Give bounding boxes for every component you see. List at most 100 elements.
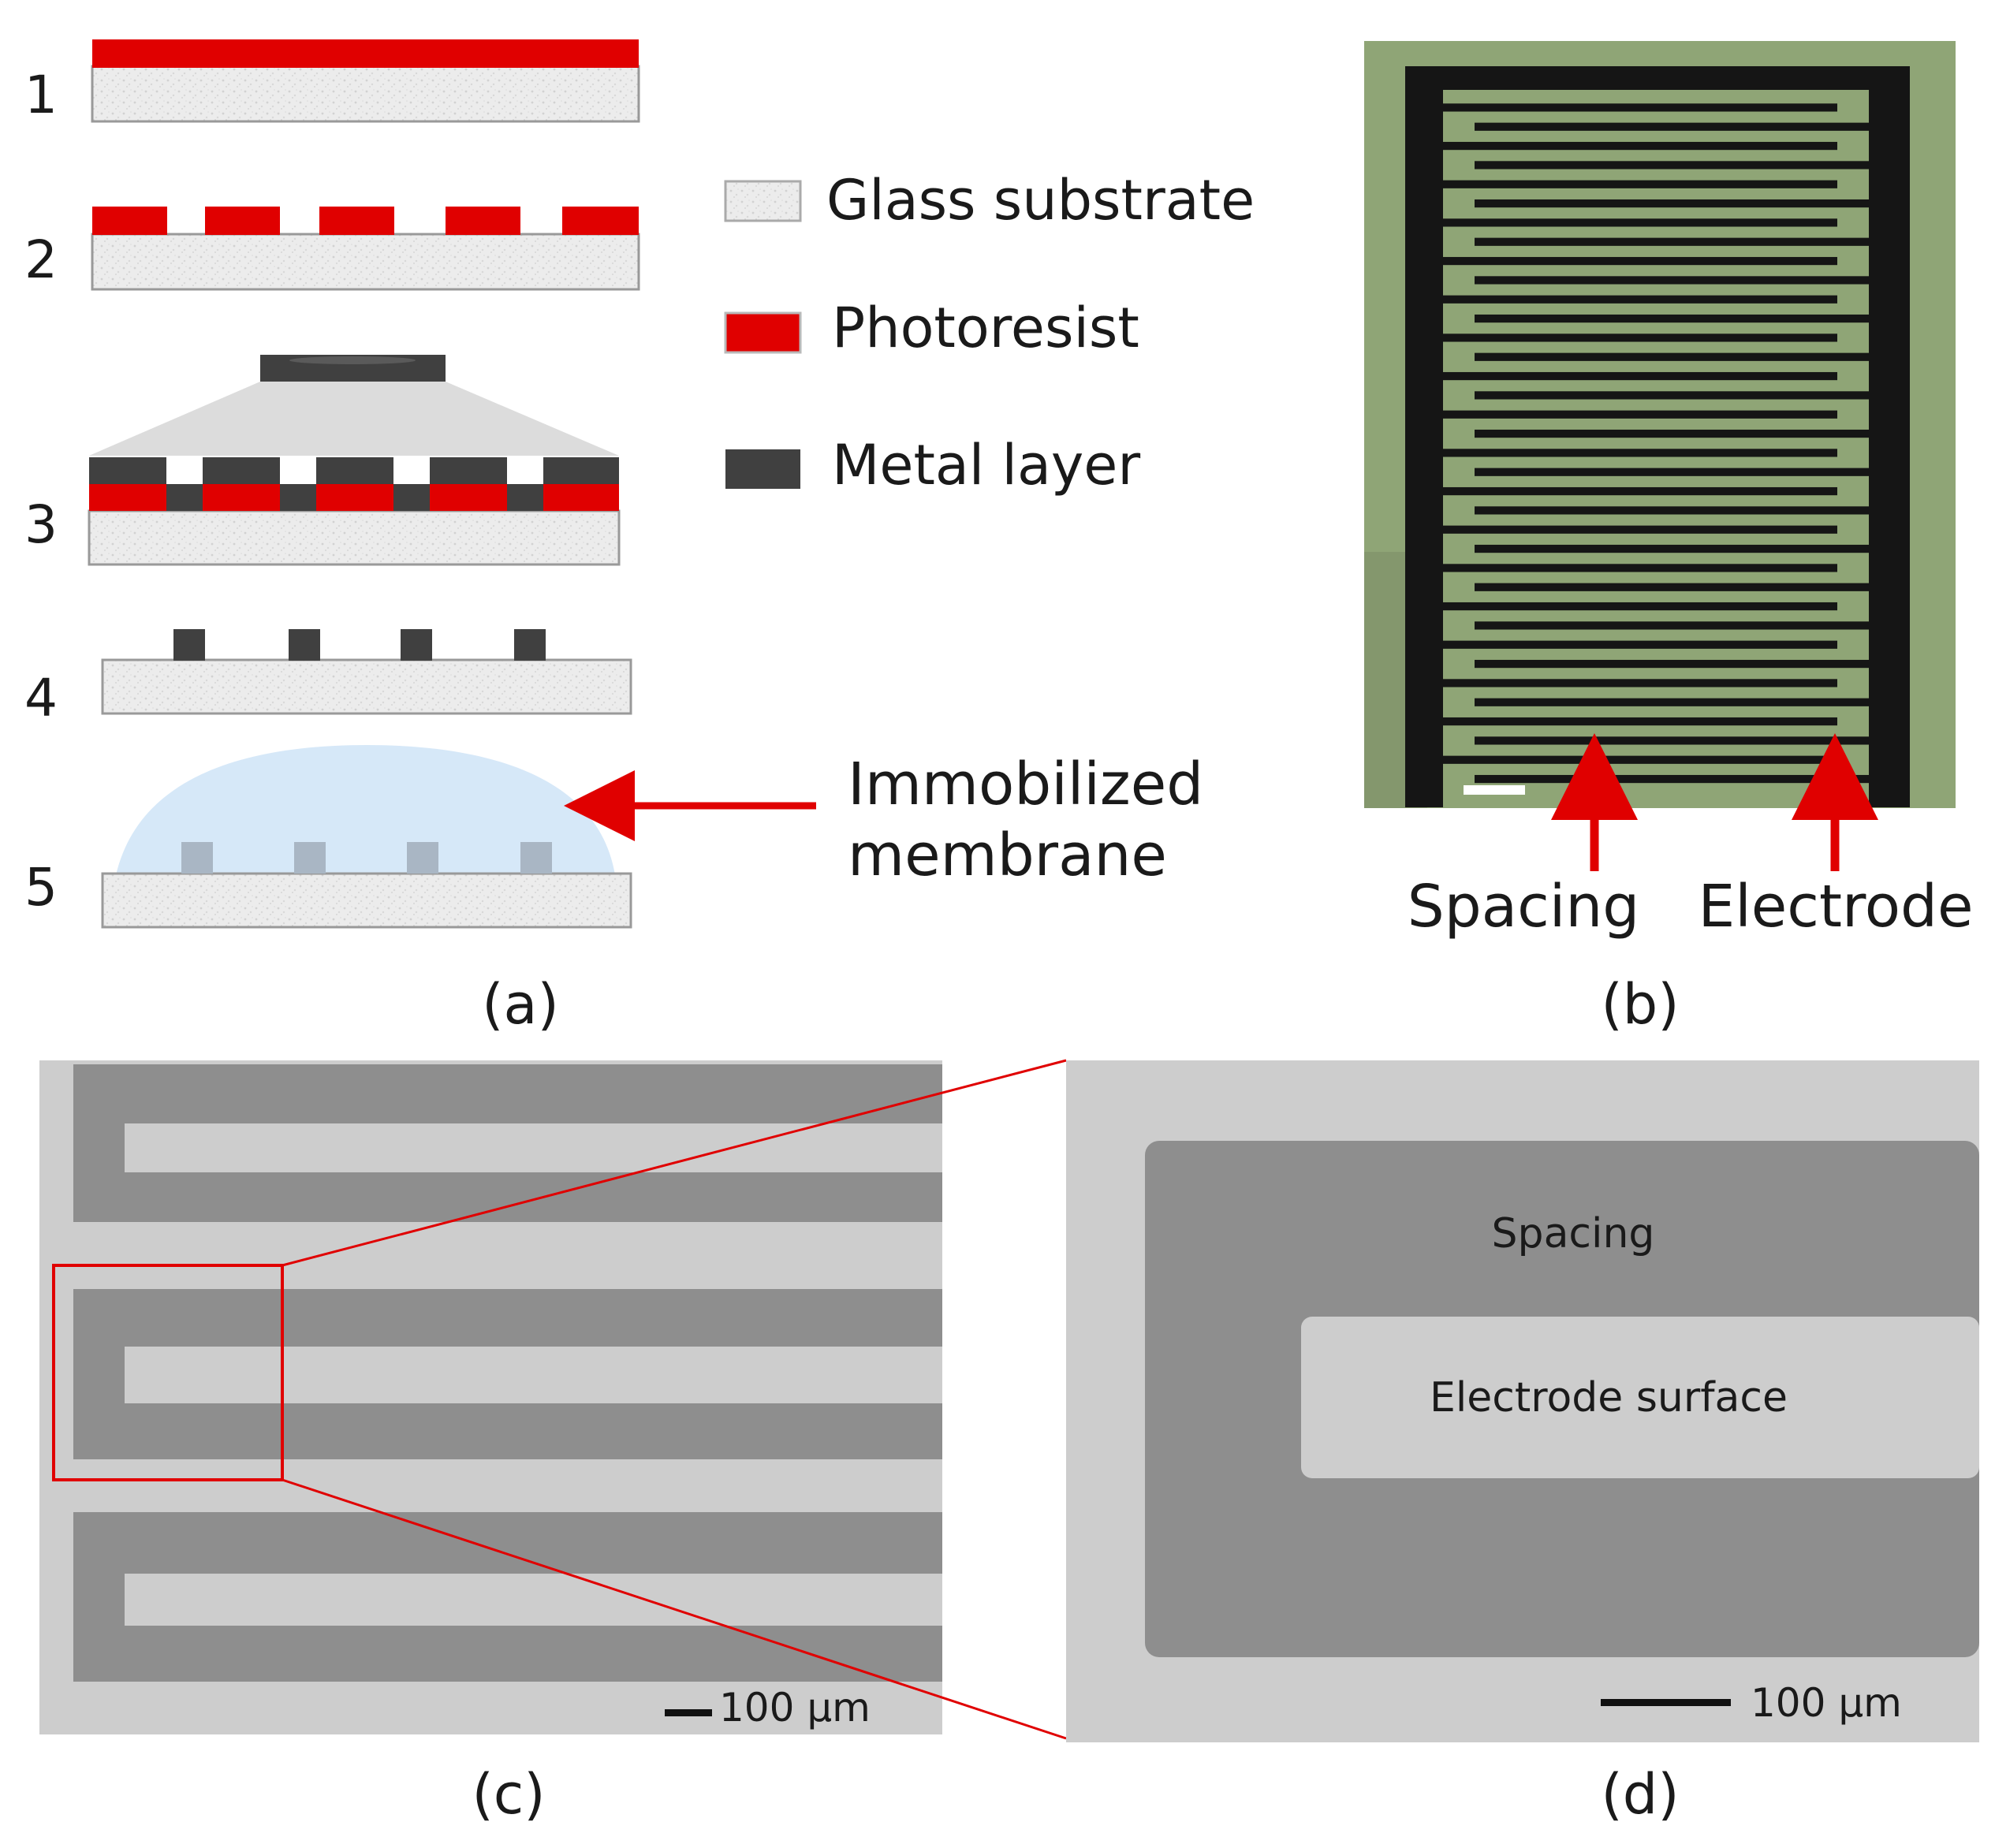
electrode-finger: [1443, 525, 1837, 534]
panel-d: Spacing Electrode surface 100 µm (d): [1066, 1060, 1979, 1827]
photoresist-block: [446, 207, 520, 235]
glass-substrate: [91, 233, 640, 291]
photoresist-block: [205, 207, 280, 235]
electrode-finger: [1475, 122, 1869, 131]
caption-a: (a): [482, 972, 559, 1037]
electrode-surface-d: [1301, 1317, 1979, 1478]
caption-d: (d): [1601, 1762, 1679, 1827]
electrode-finger: [1443, 180, 1837, 188]
electrode-finger: [1443, 410, 1837, 419]
electrode-finger: [1443, 295, 1837, 304]
photoresist-block: [92, 207, 167, 235]
spacing-region-bottom: [73, 1512, 942, 1682]
step-1-diagram: [91, 39, 640, 123]
panel-b: Spacing Electrode (b): [1364, 41, 1974, 1037]
step-number-5: 5: [24, 857, 58, 918]
spacing-region-middle: [73, 1289, 942, 1459]
electrode-bus-top: [1405, 66, 1910, 90]
zoom-region-box: [52, 1264, 284, 1481]
step-5-diagram: [101, 745, 632, 929]
electrode-finger: [1475, 506, 1869, 515]
label-spacing-d: Spacing: [1492, 1210, 1655, 1257]
electrode-finger: [1475, 161, 1869, 170]
panel-c: 100 µm (c): [39, 1060, 942, 1827]
interdigitated-fingers: [1443, 103, 1869, 784]
electrode-finger: [1443, 371, 1837, 381]
electrode-finger: [1443, 640, 1837, 649]
photoresist-block: [89, 484, 166, 511]
metal-electrode-covered: [407, 842, 438, 874]
membrane-label-line2: membrane: [848, 822, 1167, 889]
electrode-finger: [1443, 602, 1837, 611]
photoresist-block: [430, 484, 507, 511]
electrode-finger: [1475, 774, 1869, 784]
legend-swatch-photoresist: [724, 311, 802, 354]
caption-c: (c): [472, 1762, 545, 1827]
electrode-finger: [1475, 352, 1869, 361]
metal-layer: [430, 457, 507, 484]
electrode-finger: [1443, 218, 1837, 227]
step-4-diagram: [101, 629, 632, 715]
spacing-arrow-label: Spacing: [1408, 873, 1639, 941]
electrode-finger: [1443, 564, 1837, 572]
electrode-finger: [1443, 256, 1837, 266]
electrode-finger: [1475, 621, 1869, 630]
step-number-4: 4: [24, 668, 58, 728]
electrode-finger: [1475, 736, 1869, 745]
scale-label-c: 100 µm: [719, 1685, 871, 1731]
legend-swatch-metal: [725, 449, 800, 489]
electrode-finger: [1443, 103, 1837, 112]
electrode-arrow-label: Electrode: [1698, 873, 1973, 941]
label-electrode-d: Electrode surface: [1430, 1374, 1788, 1421]
photoresist-block: [562, 207, 639, 235]
zoom-connector-bottom: [282, 1478, 1067, 1740]
step-number-1: 1: [24, 65, 58, 125]
metal-layer: [89, 457, 166, 484]
scale-bar-d: [1601, 1699, 1731, 1706]
spacing-region-top: [73, 1064, 942, 1222]
photoresist-block: [203, 484, 280, 511]
electrode-finger: [1475, 583, 1869, 591]
metal-layer: [280, 484, 316, 511]
metal-layer: [507, 484, 543, 511]
step-2-diagram: [91, 207, 640, 291]
metal-electrode-covered: [520, 842, 552, 874]
photoresist-layer: [92, 39, 639, 68]
legend: Glass substrate Photoresist Metal layer: [724, 168, 1255, 497]
electrode-finger: [1475, 659, 1869, 669]
glass-substrate: [91, 65, 640, 123]
electrode-finger: [125, 1574, 942, 1626]
electrode-bus-left: [1405, 66, 1443, 807]
zoom-connector-top: [282, 1059, 1067, 1267]
membrane-label-line1: Immobilized: [848, 751, 1203, 818]
metal-electrode: [289, 629, 320, 661]
scale-bar-c: [665, 1709, 712, 1716]
metal-electrode-covered: [181, 842, 213, 874]
photoresist-block: [543, 484, 619, 511]
electrode-finger: [1475, 199, 1869, 208]
glass-substrate: [88, 509, 621, 566]
step-number-3: 3: [24, 494, 58, 555]
glass-substrate: [101, 658, 632, 715]
caption-b: (b): [1601, 972, 1679, 1037]
metal-layer: [393, 484, 430, 511]
immobilized-membrane: [116, 745, 615, 875]
scale-label-d: 100 µm: [1751, 1680, 1902, 1726]
photoresist-block: [316, 484, 393, 511]
electrode-finger: [1475, 237, 1869, 246]
metal-layer: [166, 484, 203, 511]
electrode-finger: [1475, 544, 1869, 553]
electrode-finger: [1475, 391, 1869, 400]
electrode-bus-right: [1869, 66, 1910, 807]
electrode-finger: [1475, 314, 1869, 323]
electrode-finger: [1443, 755, 1837, 764]
deposition-beam: [89, 382, 619, 456]
electrode-finger: [1443, 141, 1837, 151]
legend-label-photoresist: Photoresist: [832, 296, 1139, 360]
electrode-finger: [1443, 679, 1837, 687]
electrode-finger: [1443, 449, 1837, 457]
electrode-finger: [1475, 276, 1869, 285]
metal-layer: [203, 457, 280, 484]
electrode-finger: [1475, 698, 1869, 706]
